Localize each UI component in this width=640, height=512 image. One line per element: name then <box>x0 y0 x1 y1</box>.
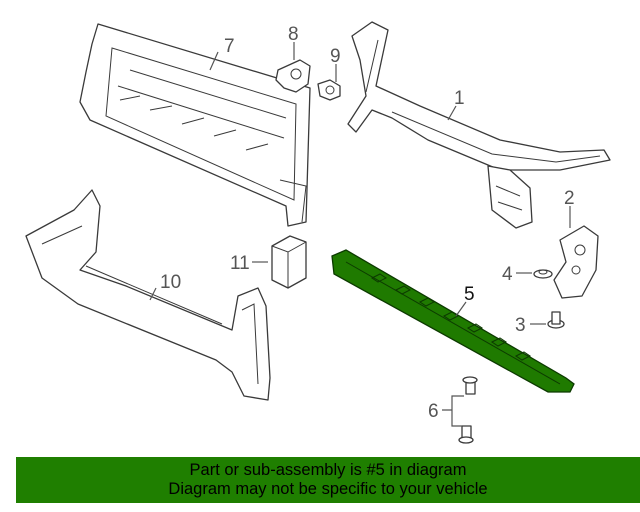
part-4-nut[interactable] <box>533 269 553 279</box>
info-banner: Part or sub-assembly is #5 in diagram Di… <box>16 457 640 503</box>
part-11-block[interactable] <box>271 235 307 289</box>
leader-lines <box>149 42 571 427</box>
part-6-bolts[interactable] <box>458 376 478 444</box>
callout-4: 4 <box>502 264 513 285</box>
callout-5: 5 <box>464 284 475 305</box>
part-9-clip[interactable] <box>317 79 341 101</box>
part-10-deflector[interactable] <box>25 189 271 401</box>
part-8-bracket[interactable] <box>275 59 311 93</box>
banner-line-1: Part or sub-assembly is #5 in diagram <box>189 461 467 479</box>
callout-11: 11 <box>230 253 250 274</box>
callout-7: 7 <box>224 36 235 57</box>
callout-1: 1 <box>454 88 465 109</box>
part-1-upper-tie-bar[interactable] <box>347 21 611 229</box>
callout-2: 2 <box>564 188 575 209</box>
part-3-bolt[interactable] <box>547 311 565 329</box>
callout-10: 10 <box>160 272 181 293</box>
banner-line-2: Diagram may not be specific to your vehi… <box>168 480 488 498</box>
part-7-radiator-frame[interactable] <box>79 23 311 227</box>
callout-3: 3 <box>515 315 526 336</box>
callout-9: 9 <box>330 46 341 67</box>
part-5-lower-panel[interactable] <box>331 249 575 393</box>
part-2-bracket[interactable] <box>553 225 599 299</box>
callout-8: 8 <box>288 24 299 45</box>
parts-diagram: 7 8 9 1 2 4 3 5 6 10 11 <box>25 21 611 444</box>
callout-6: 6 <box>428 401 439 422</box>
